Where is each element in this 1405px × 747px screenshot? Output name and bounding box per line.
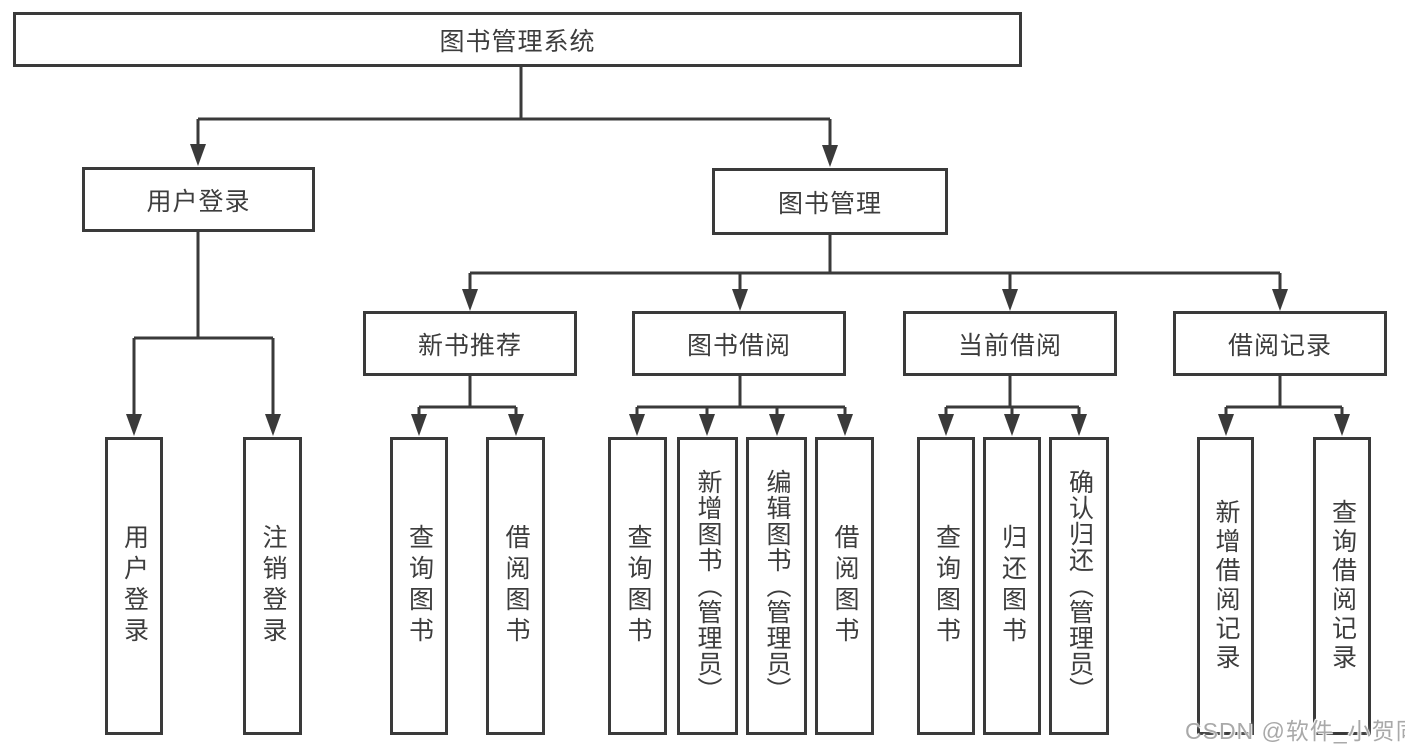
arrowhead-icons xyxy=(126,144,1350,436)
leaf-label: 新增图书（管理员） xyxy=(694,469,722,703)
leaf-query-borrow-record: 查询借阅记录 xyxy=(1313,437,1371,735)
leaf-borrow-books-recommendation: 借阅图书 xyxy=(486,437,545,735)
node-borrowing-records: 借阅记录 xyxy=(1173,311,1387,376)
leaf-confirm-return-admin: 确认归还（管理员） xyxy=(1049,437,1109,735)
leaf-label: 查询图书 xyxy=(624,524,652,648)
leaf-query-books-current: 查询图书 xyxy=(917,437,975,735)
leaf-label: 查询图书 xyxy=(932,524,961,648)
leaf-borrow-books: 借阅图书 xyxy=(815,437,874,735)
node-label: 借阅记录 xyxy=(1227,331,1332,360)
leaf-add-book-admin: 新增图书（管理员） xyxy=(677,437,738,735)
node-library-management-system: 图书管理系统 xyxy=(13,12,1022,67)
node-new-book-recommendation: 新书推荐 xyxy=(363,311,577,376)
leaf-label: 查询借阅记录 xyxy=(1328,499,1357,673)
leaf-label: 确认归还（管理员） xyxy=(1065,469,1094,703)
leaf-label: 归还图书 xyxy=(998,524,1027,648)
node-book-borrowing: 图书借阅 xyxy=(632,311,846,376)
leaf-label: 借阅图书 xyxy=(831,524,859,648)
leaf-logout: 注销登录 xyxy=(243,437,302,735)
node-label: 图书管理 xyxy=(777,189,882,218)
node-label: 图书借阅 xyxy=(686,331,791,360)
leaf-label: 借阅图书 xyxy=(502,524,530,648)
node-label: 用户登录 xyxy=(146,187,251,216)
leaf-query-books-recommendation: 查询图书 xyxy=(390,437,448,735)
leaf-label: 注销登录 xyxy=(259,524,287,648)
node-book-management: 图书管理 xyxy=(712,168,948,235)
leaf-user-login: 用户登录 xyxy=(105,437,163,735)
leaf-add-borrow-record: 新增借阅记录 xyxy=(1197,437,1254,735)
node-label: 图书管理系统 xyxy=(439,27,596,56)
csdn-watermark: CSDN @软件_小贺同学 xyxy=(1185,718,1405,744)
node-label: 当前借阅 xyxy=(957,331,1062,360)
leaf-query-books-borrowing: 查询图书 xyxy=(608,437,667,735)
leaf-label: 查询图书 xyxy=(405,524,434,648)
leaf-label: 用户登录 xyxy=(120,524,149,648)
leaf-label: 编辑图书（管理员） xyxy=(763,469,791,703)
node-label: 新书推荐 xyxy=(417,331,522,360)
leaf-edit-book-admin: 编辑图书（管理员） xyxy=(746,437,807,735)
leaf-return-book: 归还图书 xyxy=(983,437,1041,735)
node-current-borrowing: 当前借阅 xyxy=(903,311,1117,376)
leaf-label: 新增借阅记录 xyxy=(1212,499,1240,673)
node-user-login: 用户登录 xyxy=(82,167,315,232)
